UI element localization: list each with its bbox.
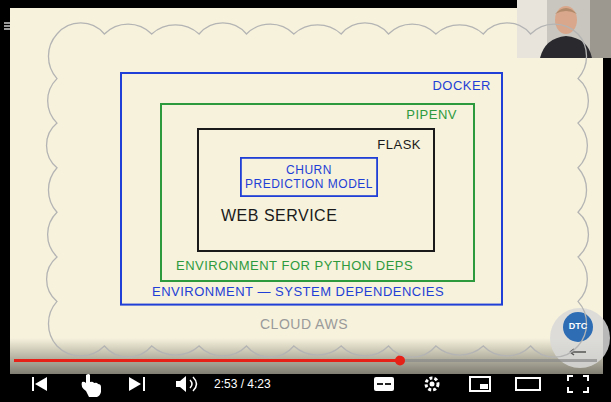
docker-container: DOCKER ENVIRONMENT — SYSTEM DEPENDENCIES P…: [120, 72, 503, 306]
player-controls: [33, 374, 588, 397]
container-caption: ENVIRONMENT — SYSTEM DEPENDENCIES: [152, 284, 444, 300]
video-time: 2:53 / 4:23: [214, 377, 271, 391]
container-label: DOCKER: [432, 78, 491, 94]
box-border: [161, 104, 474, 281]
menu-icon: [4, 23, 10, 29]
pipenv-environment: PIPENV ENVIRONMENT FOR PYTHON DEPS FLASK WE…: [160, 103, 475, 282]
webcam-inset: [517, 0, 611, 58]
box-border: [198, 129, 434, 251]
badge-text: DTC: [563, 321, 593, 331]
model-box: CHURN PREDICTION MODEL: [240, 157, 378, 197]
environment-label: PIPENV: [406, 107, 457, 123]
framework-label: FLASK: [377, 137, 421, 153]
cloud-line: [47, 23, 589, 357]
cloud-region: CLOUD AWS DOCKER ENVIRONMENT — SYSTEM DEPE…: [45, 22, 590, 358]
progress-bar: [14, 356, 597, 366]
flask-web-service: FLASK WEB SERVICE CHURN PREDICTION MODEL: [197, 128, 435, 252]
service-label: WEB SERVICE: [221, 206, 337, 225]
control-shade: [0, 338, 611, 402]
whiteboard: [10, 8, 603, 374]
box-border: [121, 73, 502, 305]
environment-caption: ENVIRONMENT FOR PYTHON DEPS: [176, 258, 413, 274]
box-border: [241, 158, 377, 196]
model-label: CHURN PREDICTION MODEL: [245, 163, 373, 192]
cloud-label: CLOUD AWS: [260, 316, 348, 333]
